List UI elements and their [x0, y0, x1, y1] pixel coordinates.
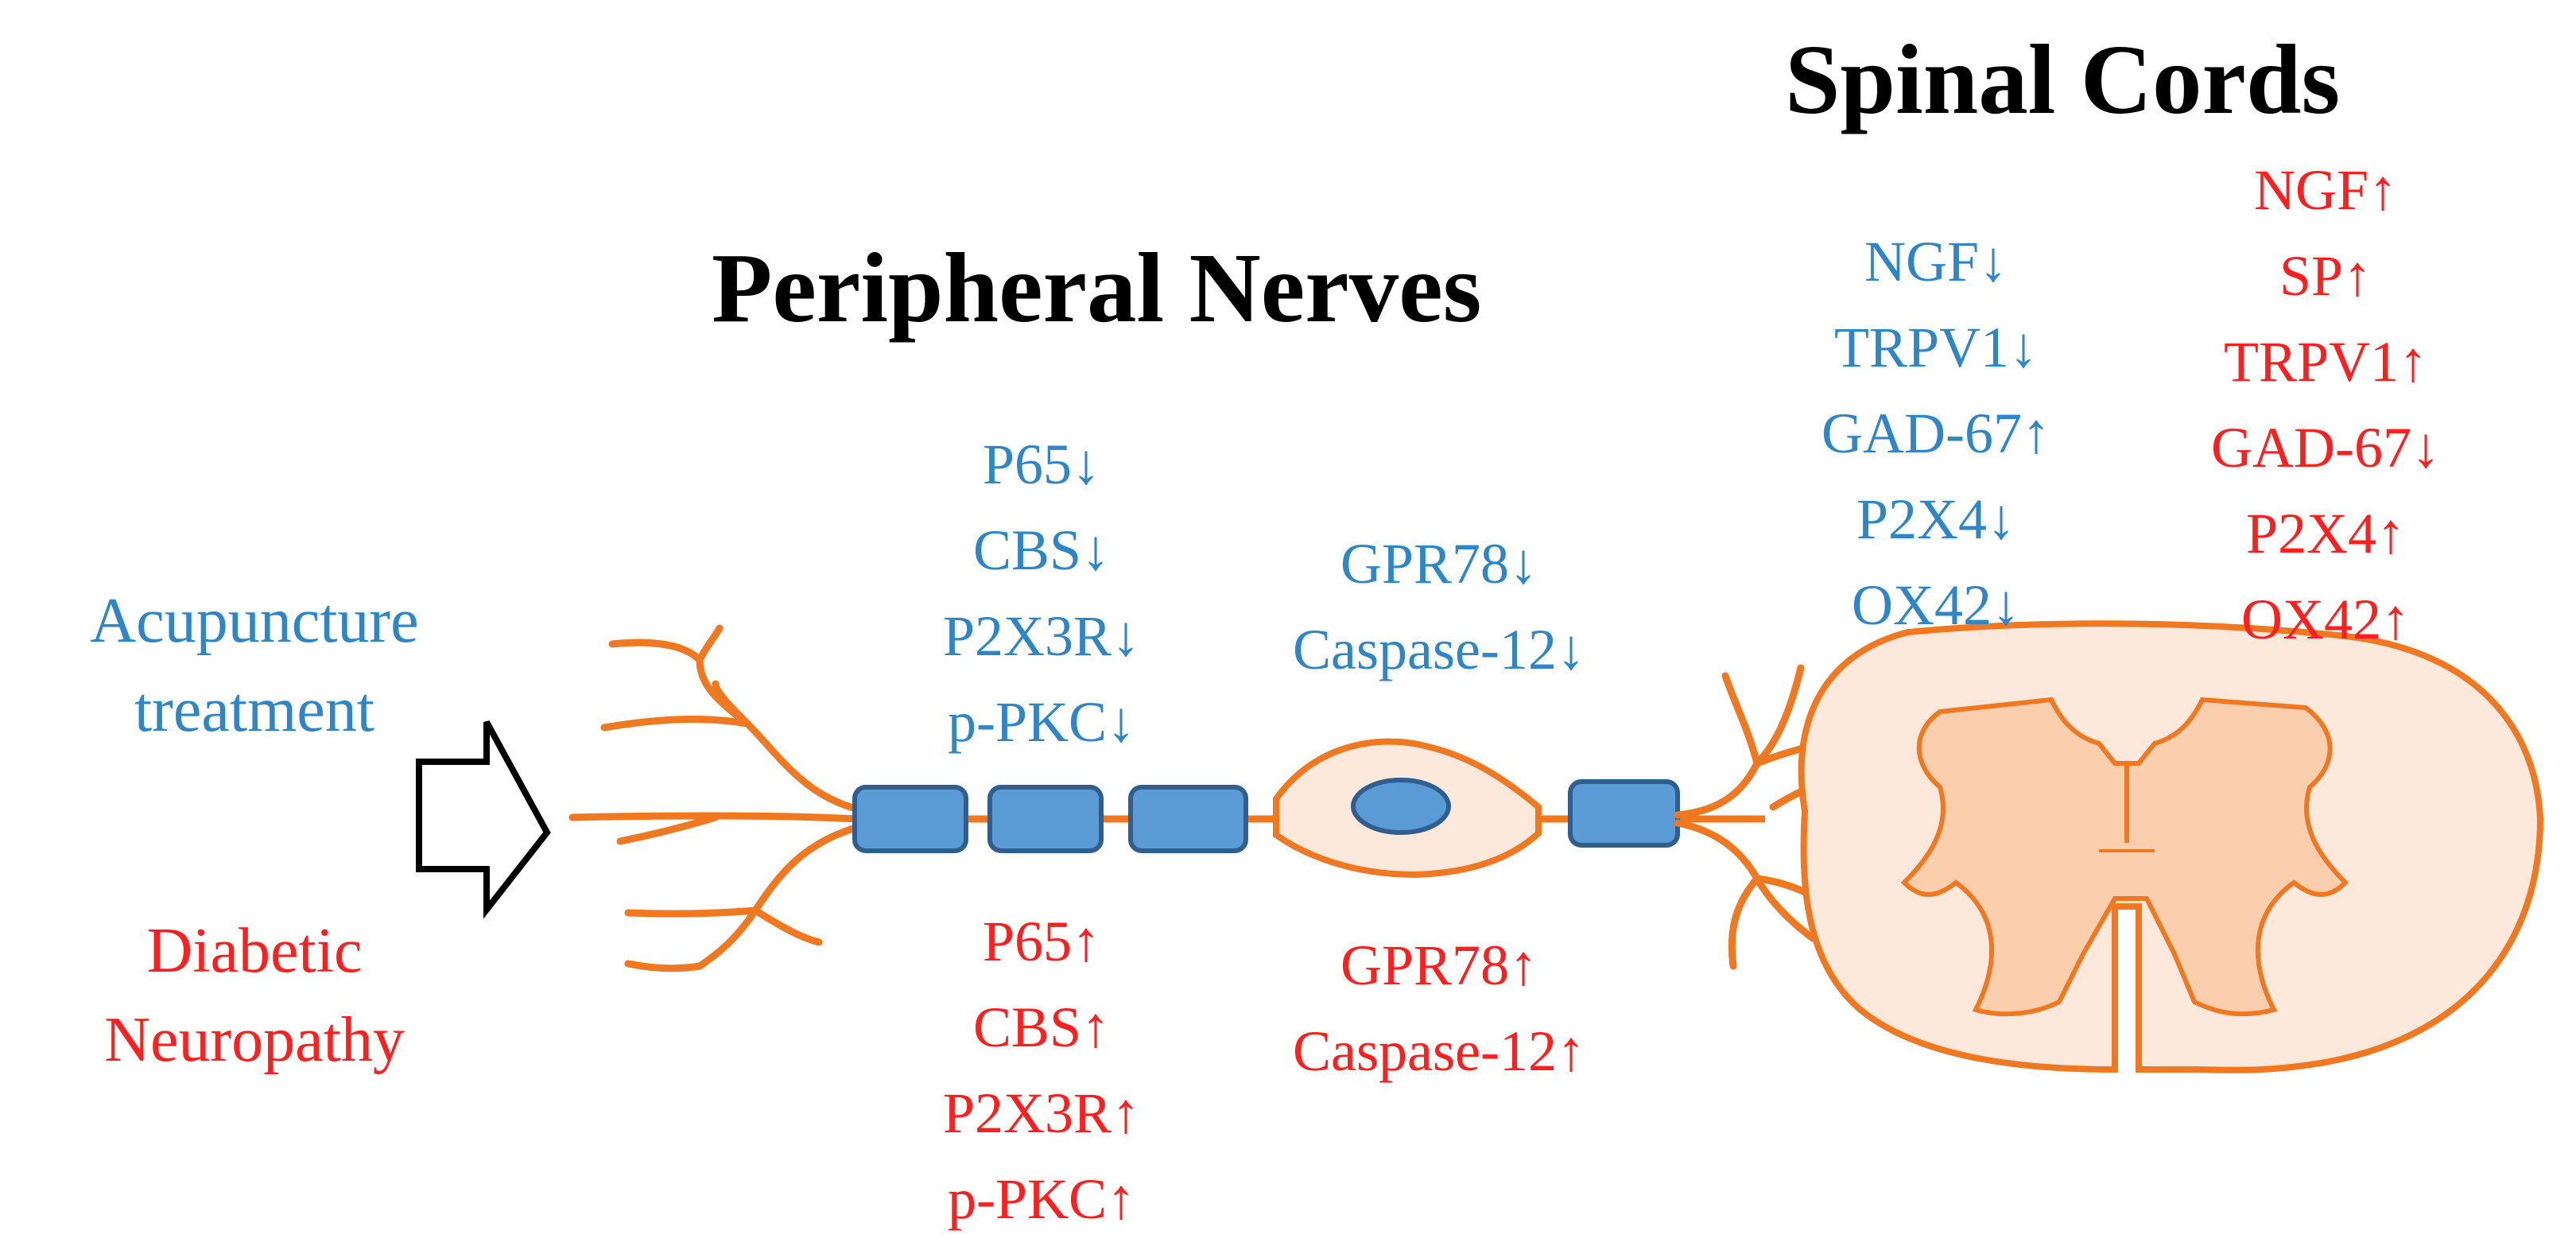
nucleus — [1351, 778, 1451, 835]
list-item: Caspase-12↑ — [1293, 1019, 1585, 1083]
list-item: P2X4↑ — [2245, 502, 2406, 565]
list-item: GPR78↓ — [1340, 532, 1538, 596]
list-item: P65↓ — [982, 433, 1101, 496]
peripheral-neuropathy-list: P65↑ CBS↑ P2X3R↑ p-PKC↑ — [914, 899, 1169, 1242]
myelin-sheaths — [852, 779, 1680, 853]
list-item: GAD-67↑ — [1821, 402, 2050, 465]
list-item: P2X3R↑ — [942, 1081, 1141, 1145]
list-item: p-PKC↓ — [947, 690, 1136, 754]
list-item: CBS↓ — [972, 518, 1111, 582]
list-item: NGF↑ — [2253, 158, 2398, 222]
label-acupuncture-line2: treatment — [134, 675, 375, 745]
list-item: P2X4↓ — [1856, 487, 2016, 551]
list-item: CBS↑ — [972, 996, 1111, 1059]
list-item: OX42↓ — [1852, 573, 2020, 637]
heading-peripheral-nerves: Peripheral Nerves — [712, 234, 1482, 343]
list-item: GPR78↑ — [1340, 933, 1538, 997]
label-diabetic-line1: Diabetic — [146, 916, 363, 986]
peripheral-acupuncture-list: P65↓ CBS↓ P2X3R↓ p-PKC↓ — [914, 421, 1169, 765]
soma-neuropathy-list: GPR78↑ Caspase-12↑ — [1240, 922, 1638, 1094]
list-item: P65↑ — [982, 910, 1101, 973]
soma-acupuncture-list: GPR78↓ Caspase-12↓ — [1240, 521, 1638, 693]
heading-spinal-cords: Spinal Cords — [1785, 25, 2341, 135]
dendrites — [568, 624, 863, 972]
list-item: p-PKC↑ — [947, 1167, 1136, 1231]
list-item: GAD-67↓ — [2211, 416, 2440, 479]
list-item: P2X3R↓ — [942, 604, 1141, 668]
list-item: OX42↑ — [2241, 588, 2410, 651]
label-acupuncture-line1: Acupuncture — [90, 586, 419, 656]
list-item: TRPV1↑ — [2223, 330, 2428, 394]
list-item: Caspase-12↓ — [1293, 618, 1585, 681]
spinal-neuropathy-list: NGF↑ SP↑ TRPV1↑ GAD-67↓ P2X4↑ OX42↑ — [2171, 147, 2481, 662]
list-item: TRPV1↓ — [1833, 316, 2039, 379]
spinal-acupuncture-list: NGF↓ TRPV1↓ GAD-67↑ P2X4↓ OX42↓ — [1781, 219, 2091, 648]
input-arrow-icon — [416, 720, 551, 919]
label-acupuncture-treatment: Acupuncture treatment — [32, 576, 477, 755]
spinal-cord-section — [1798, 620, 2544, 1073]
list-item: SP↑ — [2279, 244, 2372, 308]
list-item: NGF↓ — [1864, 230, 2008, 293]
label-diabetic-neuropathy: Diabetic Neuropathy — [32, 906, 477, 1085]
label-diabetic-line2: Neuropathy — [104, 1005, 405, 1075]
